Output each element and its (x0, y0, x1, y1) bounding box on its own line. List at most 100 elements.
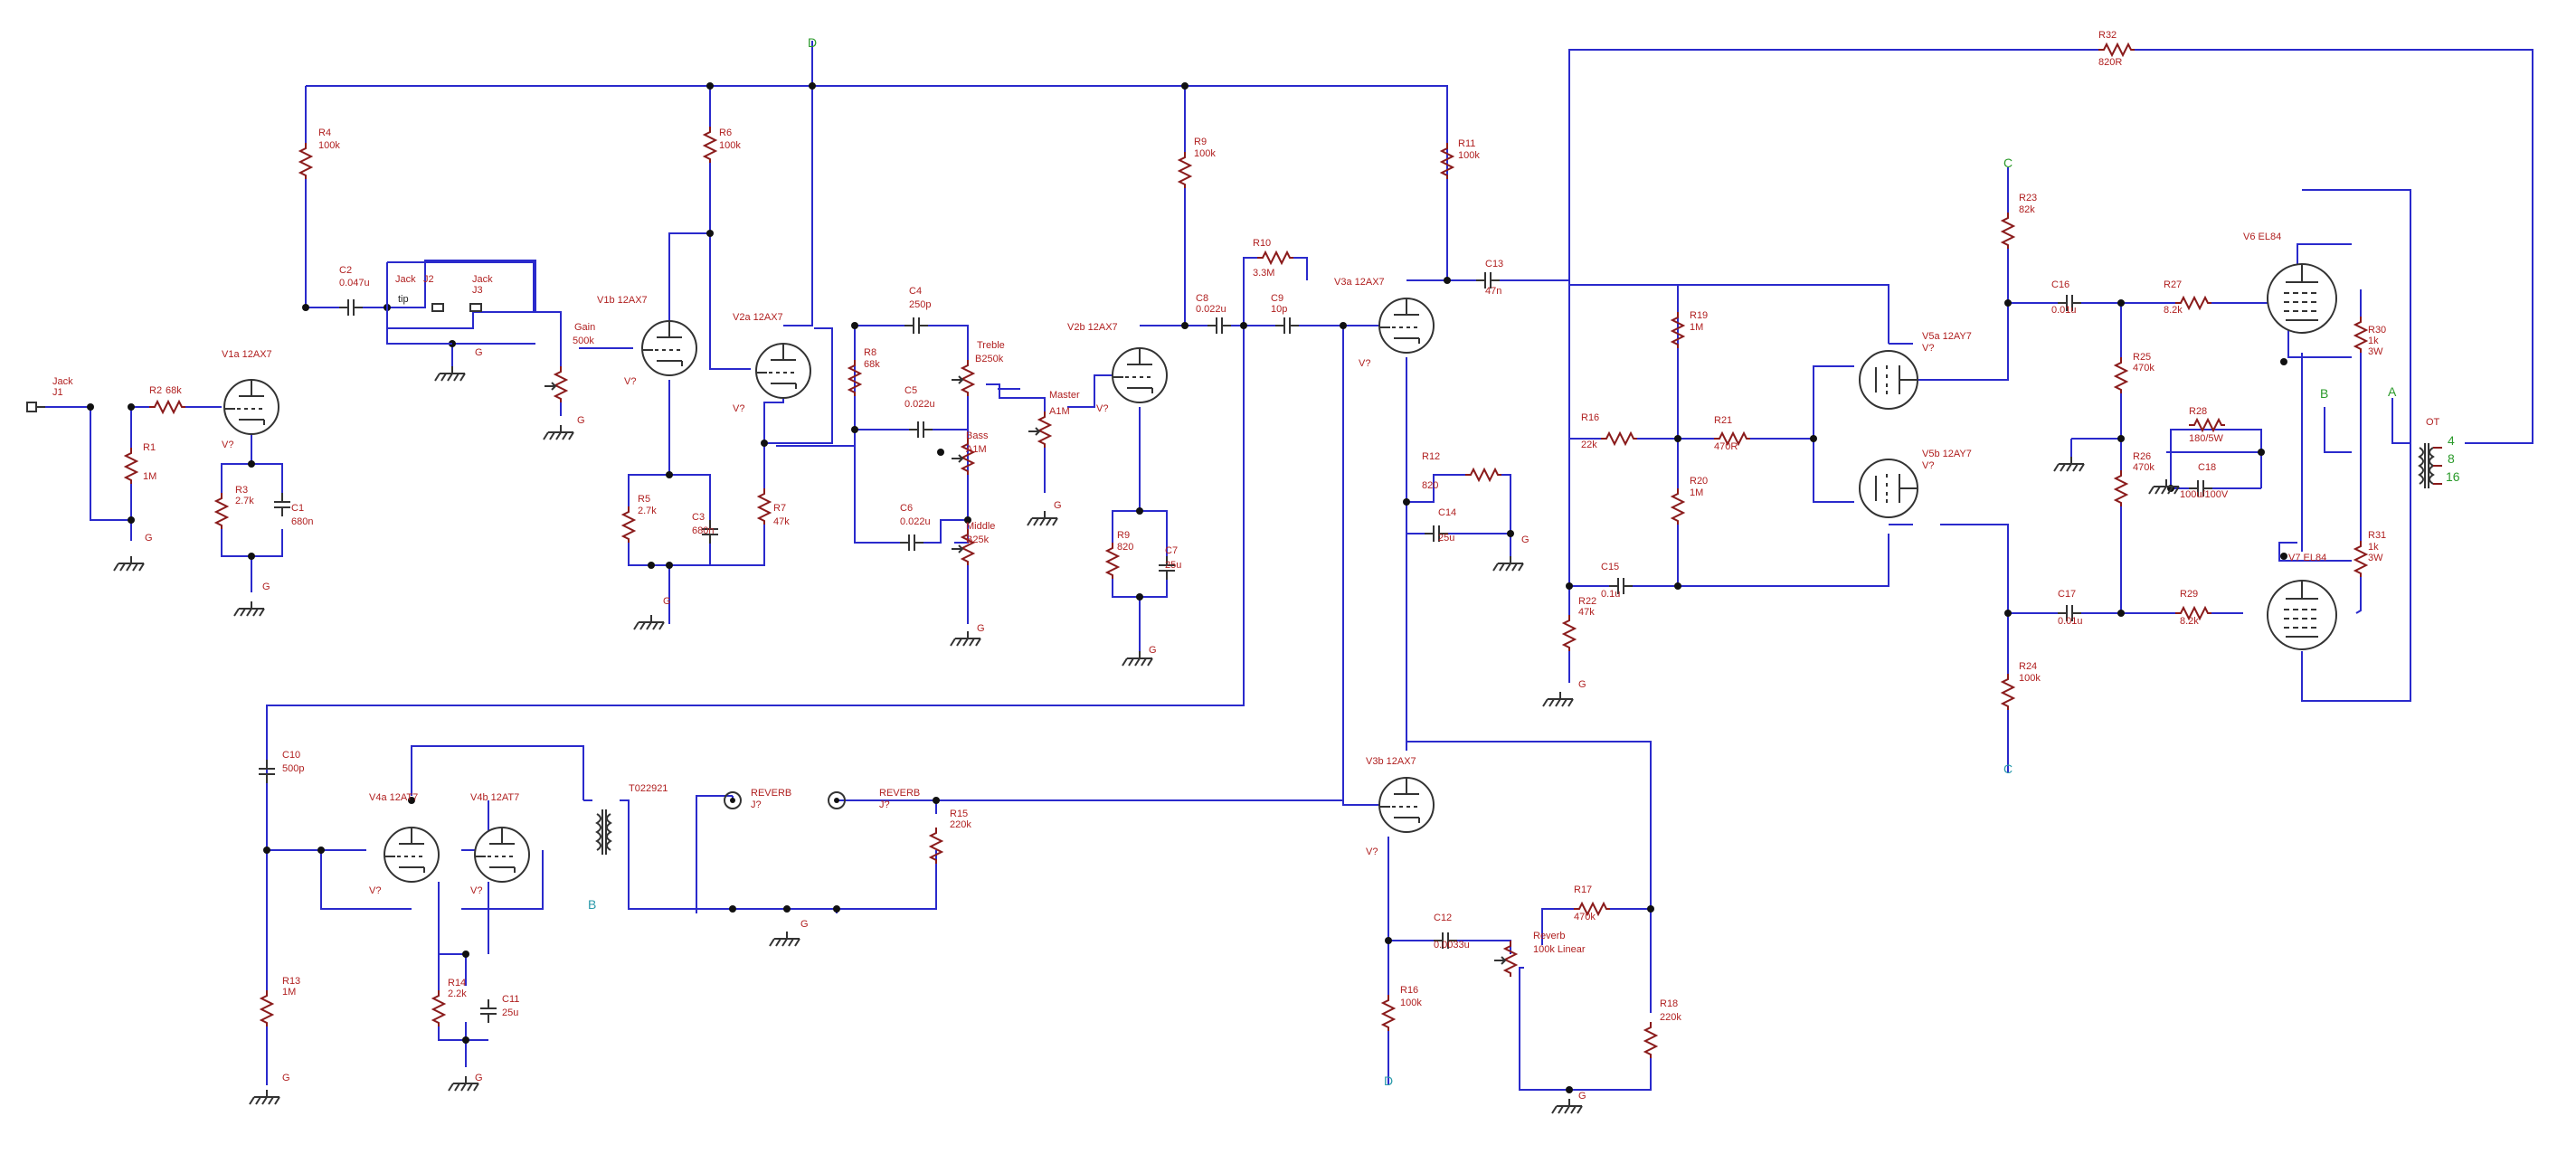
r19-ref: R19 (1690, 310, 1708, 321)
j1-ref: J1 (52, 387, 63, 398)
c9-value: 10p (1271, 304, 1287, 315)
rail-b-reverb: B (588, 897, 596, 912)
component-labels: Jack J1 R1 1M R2 68k R3 2.7k C1 680n V1a… (52, 30, 2460, 1023)
v4b-name: V4b 12AT7 (470, 792, 519, 803)
r25-value: 470k (2133, 363, 2155, 374)
c11-value: 25u (502, 1007, 518, 1018)
r20-value: 1M (1690, 487, 1703, 498)
ground-label: G (1149, 645, 1157, 656)
ground-label: G (282, 1073, 290, 1083)
t1-name: T022921 (629, 783, 668, 794)
v1b-name: V1b 12AX7 (597, 295, 648, 306)
v3a-ref: V? (1359, 358, 1370, 369)
r24-value: 100k (2019, 673, 2041, 684)
j3-name: Jack (472, 274, 493, 285)
reverb-pot-name: Reverb (1533, 931, 1565, 941)
r1-ref: R1 (143, 442, 156, 453)
rail-c-bottom: C (2003, 761, 2012, 776)
r22-ref: R22 (1578, 596, 1596, 607)
r14-value: 2.2k (448, 988, 467, 999)
r28-ref: R28 (2189, 406, 2207, 417)
r9b-value: 100k (1194, 148, 1216, 159)
c17-value: 0.01u (2058, 616, 2083, 627)
r26-ref: R26 (2133, 451, 2151, 462)
r2-value: 68k (166, 385, 182, 396)
r24-ref: R24 (2019, 661, 2037, 672)
c13-value: 47n (1485, 286, 1501, 297)
r13-value: 1M (282, 987, 296, 998)
r28-value: 180/5W (2189, 433, 2224, 444)
r10-value: 3.3M (1253, 268, 1274, 279)
r30-power: 3W (2368, 346, 2383, 357)
c8-value: 0.022u (1196, 304, 1226, 315)
r8-ref: R8 (864, 347, 876, 358)
r21-ref: R21 (1714, 415, 1732, 426)
r4-value: 100k (318, 140, 340, 151)
c8-ref: C8 (1196, 293, 1208, 304)
c14-value: 25u (1438, 533, 1454, 544)
c7-ref: C7 (1165, 545, 1178, 556)
r14-ref: R14 (448, 978, 466, 988)
r27-ref: R27 (2164, 279, 2182, 290)
r16-value: 100k (1400, 998, 1422, 1008)
r9-value: 820 (1117, 542, 1133, 553)
c1-ref: C1 (291, 503, 304, 514)
v1a-name: V1a 12AX7 (222, 349, 272, 360)
reverb-jack2-ref: J? (879, 799, 890, 810)
ground-labels: G G G G G G G G G G G G G G (145, 347, 1586, 1102)
r31-ref: R31 (2368, 530, 2386, 541)
r27-value: 8.2k (2164, 305, 2183, 316)
c5-value: 0.022u (904, 399, 935, 410)
ground-label: G (145, 533, 153, 544)
v3a-name: V3a 12AX7 (1334, 277, 1385, 288)
c2-value: 0.047u (339, 278, 370, 288)
ground-label: G (1578, 1091, 1586, 1102)
r31-power: 3W (2368, 553, 2383, 563)
r11-ref: R11 (1458, 138, 1475, 149)
rail-c-top: C (2003, 156, 2012, 170)
treble-value: B250k (975, 354, 1004, 364)
c15-value: 0.1u (1601, 589, 1620, 600)
r5-ref: R5 (638, 494, 650, 505)
r15-ref: R15 (950, 809, 968, 819)
r25-ref: R25 (2133, 352, 2151, 363)
r32-ref: R32 (2098, 30, 2117, 41)
r13-ref: R13 (282, 976, 300, 987)
gain-value: 500k (573, 336, 594, 346)
c14-ref: C14 (1438, 507, 1456, 518)
master-value: A1M (1049, 406, 1070, 417)
r8-value: 68k (864, 359, 880, 370)
reverb-jack1-ref: J? (751, 799, 762, 810)
r2-ref: R2 (149, 385, 162, 396)
r26-value: 470k (2133, 462, 2155, 473)
c3-ref: C3 (692, 512, 705, 523)
reverb-pot-value: 100k Linear (1533, 944, 1586, 955)
ground-label: G (1521, 534, 1530, 545)
r17-ref: R17 (1574, 884, 1592, 895)
ot-tap-8: 8 (2448, 451, 2455, 466)
c18-ref: C18 (2198, 462, 2216, 473)
r30-value: 1k (2368, 336, 2379, 346)
reverb-jack1-name: REVERB (751, 788, 791, 799)
bass-name: Bass (966, 430, 989, 441)
tip-label: tip (398, 294, 409, 305)
v4a-name: V4a 12AT7 (369, 792, 418, 803)
treble-name: Treble (977, 340, 1005, 351)
r23-value: 82k (2019, 204, 2035, 215)
rail-d-bottom: D (1384, 1074, 1393, 1088)
r32-value: 820R (2098, 57, 2122, 68)
j3-ref: J3 (472, 285, 483, 296)
j1-name: Jack (52, 376, 73, 387)
c16-value: 0.01u (2051, 305, 2077, 316)
r6-value: 100k (719, 140, 741, 151)
middle-name: Middle (966, 521, 995, 532)
c3-value: 680n (692, 525, 714, 536)
c5-ref: C5 (904, 385, 917, 396)
r7-ref: R7 (773, 503, 786, 514)
c1-value: 680n (291, 516, 313, 527)
r17-value: 470k (1574, 912, 1596, 922)
r12-value: 820 (1422, 480, 1438, 491)
j2-name: Jack (395, 274, 416, 285)
r3-ref: R3 (235, 485, 248, 496)
